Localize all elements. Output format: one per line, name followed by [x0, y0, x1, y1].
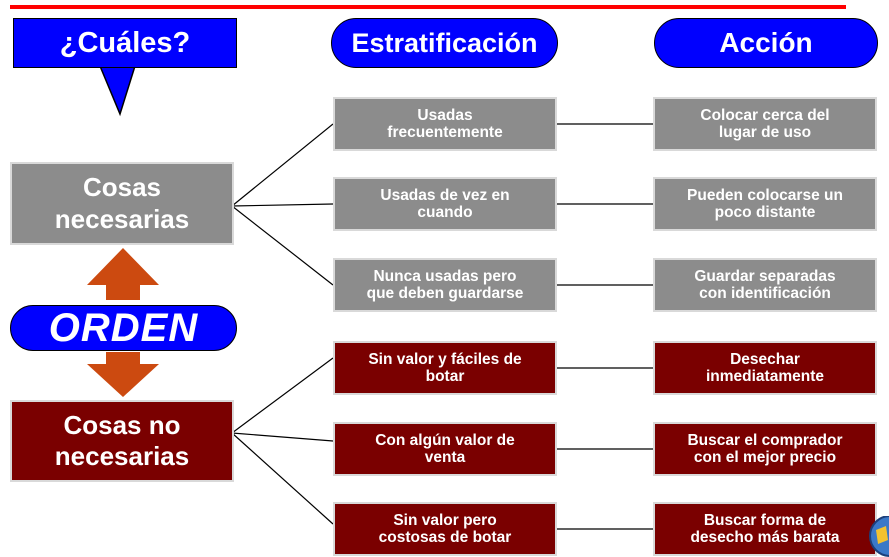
- cosas-necesarias-label: Cosas necesarias: [54, 172, 190, 234]
- strata-box: Usadas de vez en cuando: [333, 177, 557, 231]
- connector-line: [231, 123, 334, 207]
- strata-label: Con algún valor de venta: [375, 431, 515, 466]
- action-label: Pueden colocarse un poco distante: [687, 186, 843, 221]
- estratificacion-header: Estratificación: [331, 18, 558, 68]
- action-box: Pueden colocarse un poco distante: [653, 177, 877, 231]
- action-box: Desechar inmediatamente: [653, 341, 877, 395]
- strata-box: Sin valor y fáciles de botar: [333, 341, 557, 395]
- strata-label: Usadas frecuentemente: [387, 106, 503, 141]
- cosas-no-necesarias-label: Cosas no necesarias: [54, 409, 190, 471]
- top-rule: [10, 5, 846, 9]
- connector-line: [231, 205, 334, 286]
- action-box: Guardar separadas con identificación: [653, 258, 877, 312]
- accion-label: Acción: [719, 27, 813, 58]
- strata-label: Sin valor pero costosas de botar: [378, 511, 512, 546]
- logo-icon: [869, 516, 889, 557]
- connector-line: [231, 203, 334, 207]
- strata-box: Usadas frecuentemente: [333, 97, 557, 151]
- connector-line: [231, 432, 334, 442]
- action-box: Buscar el comprador con el mejor precio: [653, 422, 877, 476]
- action-label: Guardar separadas con identificación: [694, 267, 836, 302]
- connector-line: [231, 357, 334, 434]
- orden-label: ORDEN: [48, 305, 199, 350]
- connector-line: [231, 432, 334, 525]
- strata-box: Sin valor pero costosas de botar: [333, 502, 557, 556]
- cuales-callout-tail: [98, 65, 137, 117]
- strata-box: Con algún valor de venta: [333, 422, 557, 476]
- action-label: Colocar cerca del lugar de uso: [700, 106, 830, 141]
- action-box: Colocar cerca del lugar de uso: [653, 97, 877, 151]
- cosas-no-necesarias-box: Cosas no necesarias: [10, 400, 234, 482]
- accion-header: Acción: [654, 18, 878, 68]
- action-label: Buscar forma de desecho más barata: [690, 511, 840, 546]
- orden-badge: ORDEN: [10, 305, 237, 351]
- action-label: Buscar el comprador con el mejor precio: [687, 431, 843, 466]
- strata-box: Nunca usadas pero que deben guardarse: [333, 258, 557, 312]
- estratificacion-label: Estratificación: [351, 27, 538, 58]
- arrow-down-icon: [87, 352, 159, 397]
- strata-label: Sin valor y fáciles de botar: [368, 350, 522, 385]
- cuales-label: ¿Cuáles?: [59, 26, 191, 59]
- strata-label: Nunca usadas pero que deben guardarse: [366, 267, 524, 302]
- cuales-header: ¿Cuáles?: [13, 18, 237, 68]
- strata-label: Usadas de vez en cuando: [380, 186, 510, 221]
- action-label: Desechar inmediatamente: [705, 350, 824, 385]
- cosas-necesarias-box: Cosas necesarias: [10, 162, 234, 245]
- action-box: Buscar forma de desecho más barata: [653, 502, 877, 556]
- arrow-up-icon: [87, 248, 159, 300]
